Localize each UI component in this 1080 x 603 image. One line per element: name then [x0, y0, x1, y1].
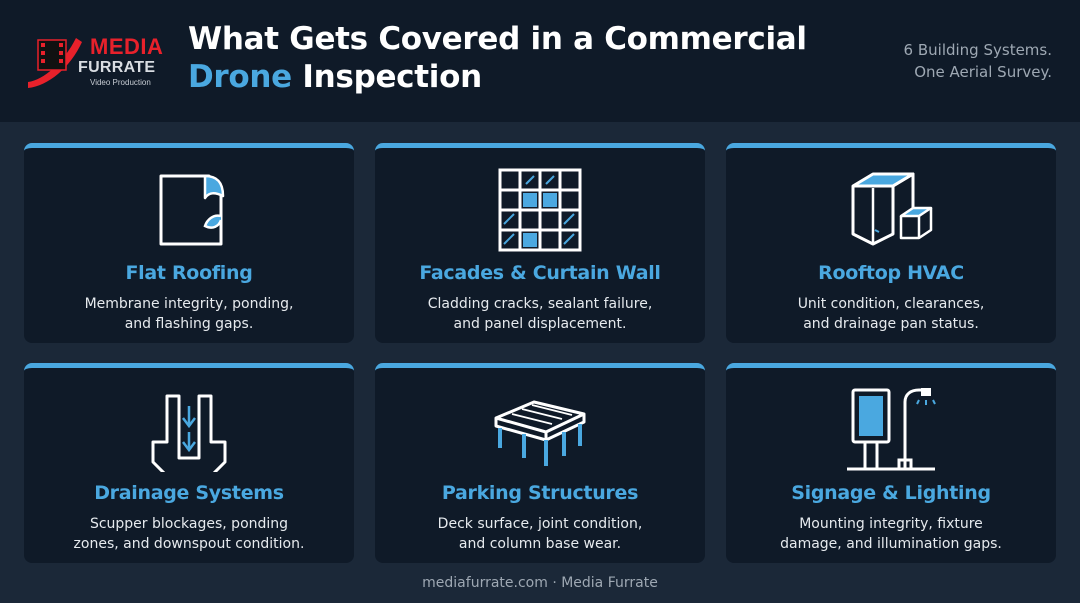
card-desc-line-1: Cladding cracks, sealant failure, — [427, 296, 653, 312]
card-desc-line-2: zones, and downspout condition. — [73, 536, 305, 552]
card-facades-curtain-wall: Facades & Curtain Wall Cladding cracks, … — [375, 143, 705, 343]
title-accent-word: Drone — [188, 59, 292, 95]
card-desc-line-1: Deck surface, joint condition, — [437, 516, 643, 532]
card-title: Parking Structures — [441, 482, 639, 504]
card-description: Unit condition, clearances, and drainage… — [746, 294, 1036, 334]
title-line-1: What Gets Covered in a Commercial — [188, 21, 807, 57]
card-desc-line-2: and drainage pan status. — [803, 316, 979, 332]
curtain-wall-icon — [498, 168, 582, 252]
card-title: Facades & Curtain Wall — [419, 262, 661, 284]
card-desc-line-1: Scupper blockages, ponding — [89, 516, 289, 532]
page-title: What Gets Covered in a Commercial Drone … — [188, 20, 848, 96]
card-description: Cladding cracks, sealant failure, and pa… — [395, 294, 685, 334]
footer-credit: mediafurrate.com · Media Furrate — [422, 575, 658, 591]
card-title: Drainage Systems — [94, 482, 284, 504]
brand-name-bottom: FURRATE — [78, 59, 156, 76]
card-signage-lighting: Signage & Lighting Mounting integrity, f… — [726, 363, 1056, 563]
card-description: Membrane integrity, ponding, and flashin… — [44, 294, 334, 334]
film-reel-logo-icon — [28, 38, 82, 88]
parking-deck-icon — [494, 400, 586, 466]
sign-and-lamp-icon — [847, 388, 936, 471]
tagline-line-2: One Aerial Survey. — [914, 63, 1052, 81]
drainage-channel-icon — [151, 394, 227, 472]
card-parking-structures: Parking Structures Deck surface, joint c… — [375, 363, 705, 563]
card-desc-line-1: Unit condition, clearances, — [797, 296, 985, 312]
card-title: Signage & Lighting — [791, 482, 991, 504]
brand-logo: MEDIA FURRATE Video Production — [24, 30, 164, 92]
tagline-line-1: 6 Building Systems. — [903, 41, 1052, 59]
brand-subtitle: Video Production — [90, 78, 151, 87]
card-desc-line-2: and column base wear. — [458, 536, 622, 552]
tagline: 6 Building Systems. One Aerial Survey. — [812, 39, 1052, 83]
brand-name-top: MEDIA — [90, 34, 164, 59]
card-description: Mounting integrity, fixture damage, and … — [746, 514, 1036, 554]
card-desc-line-1: Mounting integrity, fixture — [799, 516, 983, 532]
card-title: Rooftop HVAC — [818, 262, 964, 284]
card-title: Flat Roofing — [125, 262, 253, 284]
card-description: Scupper blockages, ponding zones, and do… — [44, 514, 334, 554]
page-header: MEDIA FURRATE Video Production What Gets… — [0, 0, 1080, 122]
card-desc-line-1: Membrane integrity, ponding, — [84, 296, 294, 312]
card-drainage-systems: Drainage Systems Scupper blockages, pond… — [24, 363, 354, 563]
hvac-unit-icon — [851, 172, 933, 246]
card-desc-line-2: damage, and illumination gaps. — [780, 536, 1002, 552]
flat-roof-icon — [159, 174, 225, 246]
card-desc-line-2: and flashing gaps. — [124, 316, 254, 332]
card-description: Deck surface, joint condition, and colum… — [395, 514, 685, 554]
card-flat-roofing: Flat Roofing Membrane integrity, ponding… — [24, 143, 354, 343]
card-desc-line-2: and panel displacement. — [453, 316, 627, 332]
title-rest: Inspection — [291, 59, 482, 95]
card-rooftop-hvac: Rooftop HVAC Unit condition, clearances,… — [726, 143, 1056, 343]
